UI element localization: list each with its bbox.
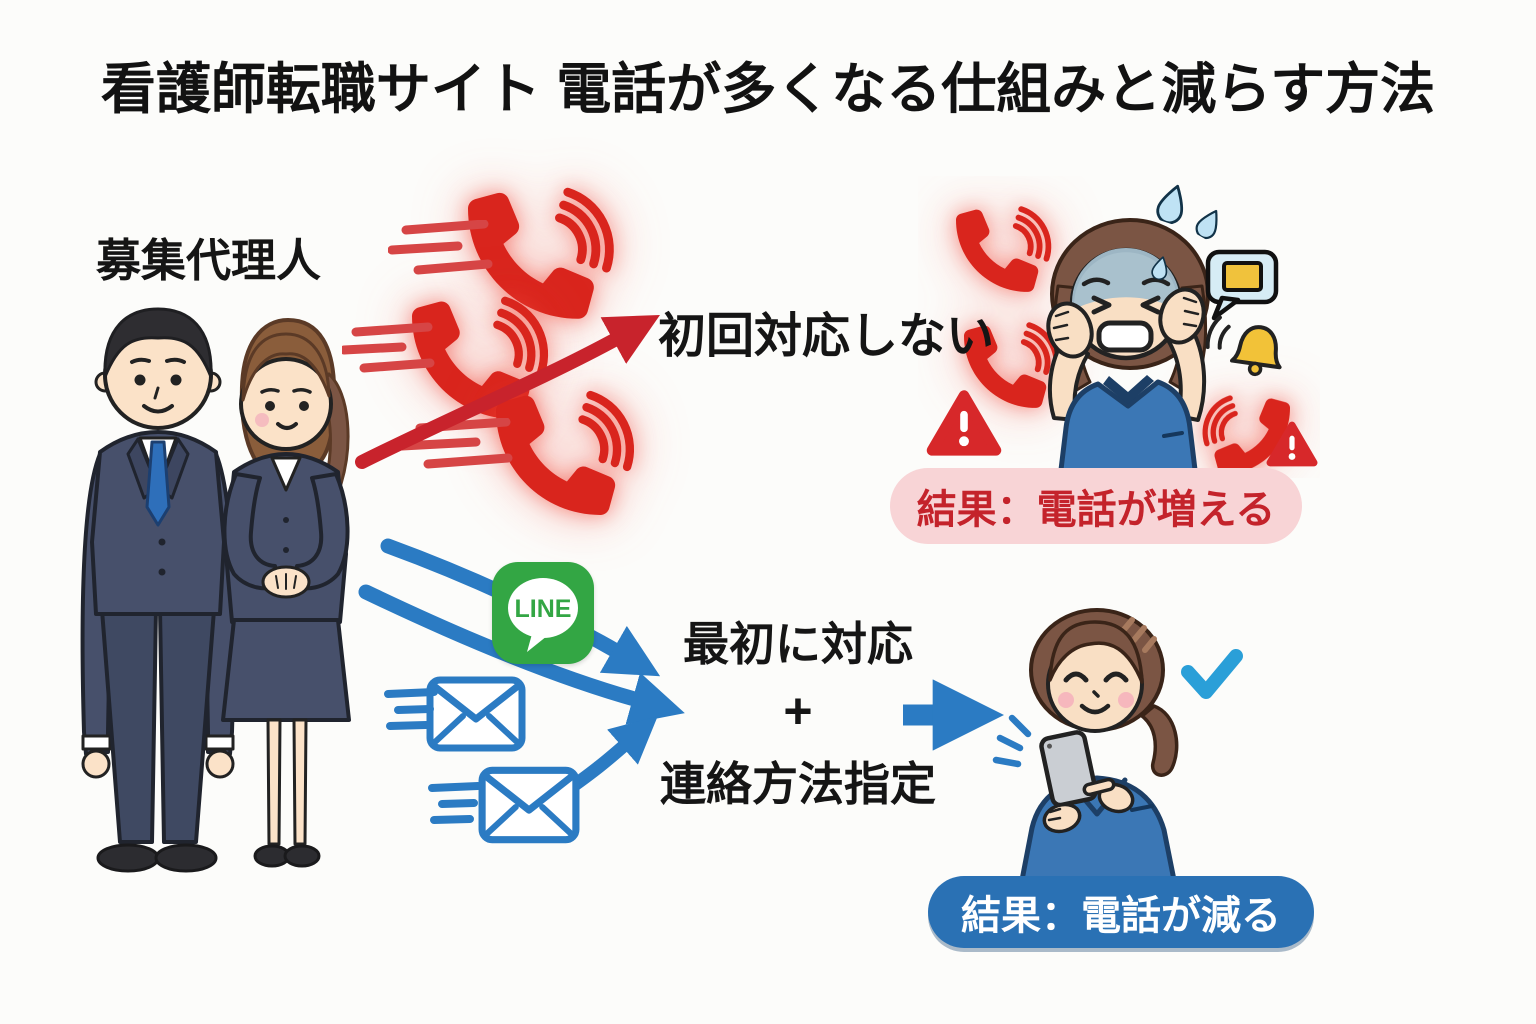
speech-bubble-icon (1205, 249, 1279, 321)
agents-label: 募集代理人 (96, 235, 322, 286)
line-icon-label: LINE (515, 595, 572, 623)
pointing-hand (1082, 777, 1135, 814)
no-initial-response-label: 初回対応しない (658, 310, 995, 363)
recruiters-illustration (80, 307, 351, 873)
plus-sign: + (783, 683, 813, 739)
happy-nurse-illustration (992, 608, 1243, 880)
specify-contact-method-label: 連絡方法指定 (660, 758, 936, 810)
man-hair (103, 307, 213, 379)
speed-lines-icon (398, 418, 513, 469)
recruiter-woman (221, 318, 351, 868)
bell-icon (1205, 315, 1282, 377)
email-icon (426, 676, 526, 752)
page-title: 看護師転職サイト 電話が多くなる仕組みと減らす方法 (100, 58, 1436, 120)
stressed-nurse-figure (1046, 218, 1210, 478)
speed-lines-icon (384, 688, 438, 730)
notification-burst-icon (992, 714, 1032, 768)
checkmark-icon (1181, 649, 1243, 699)
line-app-icon: LINE (492, 562, 594, 664)
email-icon (478, 766, 580, 844)
smartphone-icon (1039, 730, 1098, 808)
good-flow-action-label: 最初に対応 + 連絡方法指定 (628, 608, 968, 814)
respond-first-label: 最初に対応 (683, 618, 913, 670)
speed-lines-icon (428, 782, 482, 824)
stressed-nurse-illustration (918, 181, 1320, 478)
ringing-phone-icon (496, 376, 638, 518)
result-increase-badge: 結果：電話が増える (890, 468, 1302, 544)
speed-lines-icon (342, 322, 435, 373)
recruiter-man (80, 307, 236, 873)
result-decrease-badge: 結果：電話が減る (928, 876, 1314, 948)
stress-shadow (1072, 248, 1180, 310)
speed-lines-icon (388, 220, 493, 275)
